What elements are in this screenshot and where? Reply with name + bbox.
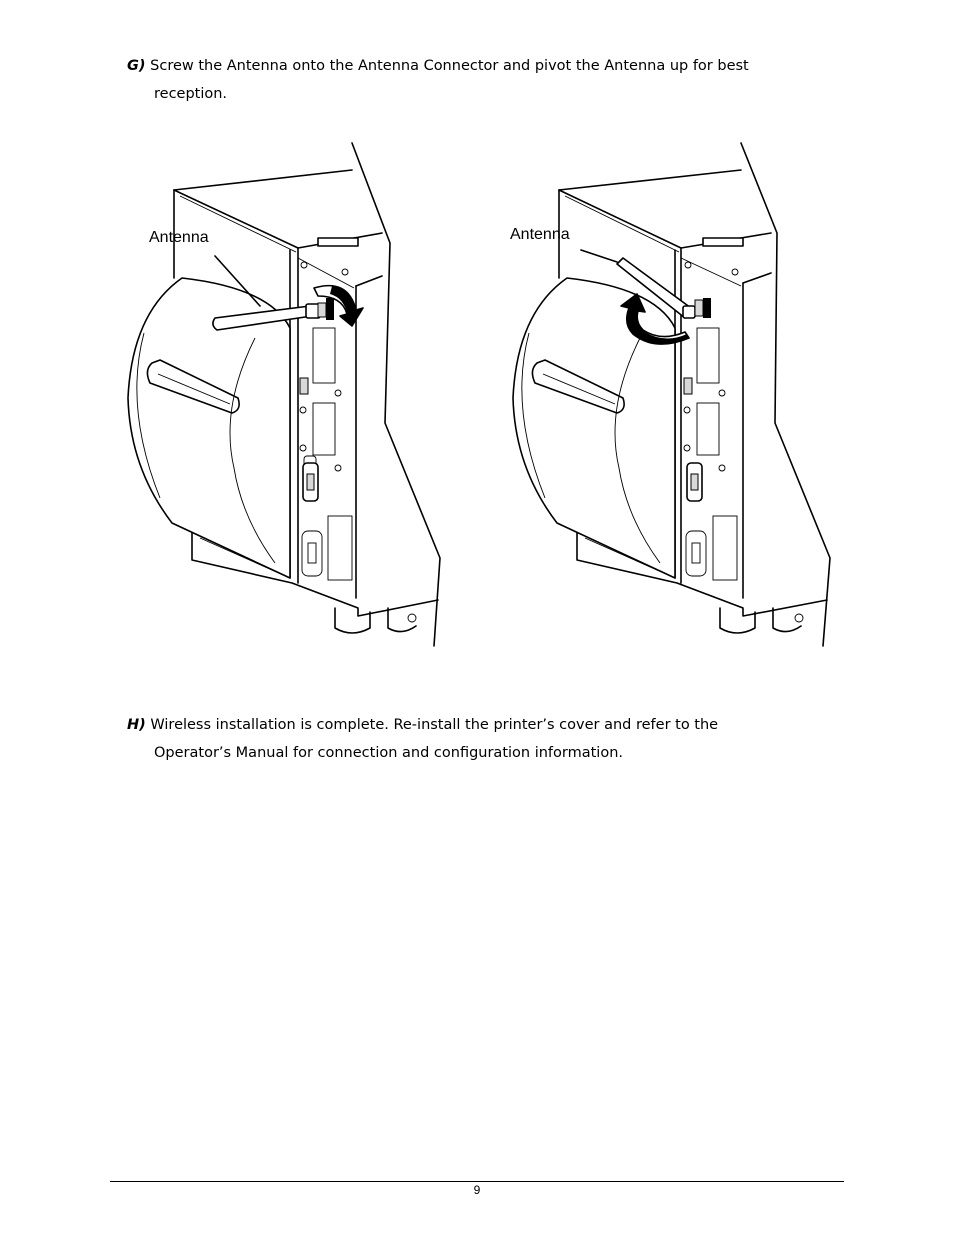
antenna-callout-left: Antenna <box>149 229 209 246</box>
step-g-line2: reception. <box>154 86 228 102</box>
step-h-line2: Operator’s Manual for connection and con… <box>154 745 623 761</box>
page-number: 9 <box>473 1183 481 1197</box>
step-g-line1: Screw the Antenna onto the Antenna Conne… <box>150 58 749 74</box>
step-h: H) Wireless installation is complete. Re… <box>127 711 847 767</box>
step-h-line1: Wireless installation is complete. Re-in… <box>150 717 719 733</box>
step-g-marker: G) <box>127 58 146 74</box>
step-g: G) Screw the Antenna onto the Antenna Co… <box>127 52 847 108</box>
antenna-callout-right: Antenna <box>510 226 570 243</box>
footer-divider <box>110 1181 844 1182</box>
printer-antenna-screw-illustration <box>127 142 441 647</box>
step-h-marker: H) <box>127 717 146 733</box>
printer-antenna-pivot-illustration <box>512 142 831 647</box>
